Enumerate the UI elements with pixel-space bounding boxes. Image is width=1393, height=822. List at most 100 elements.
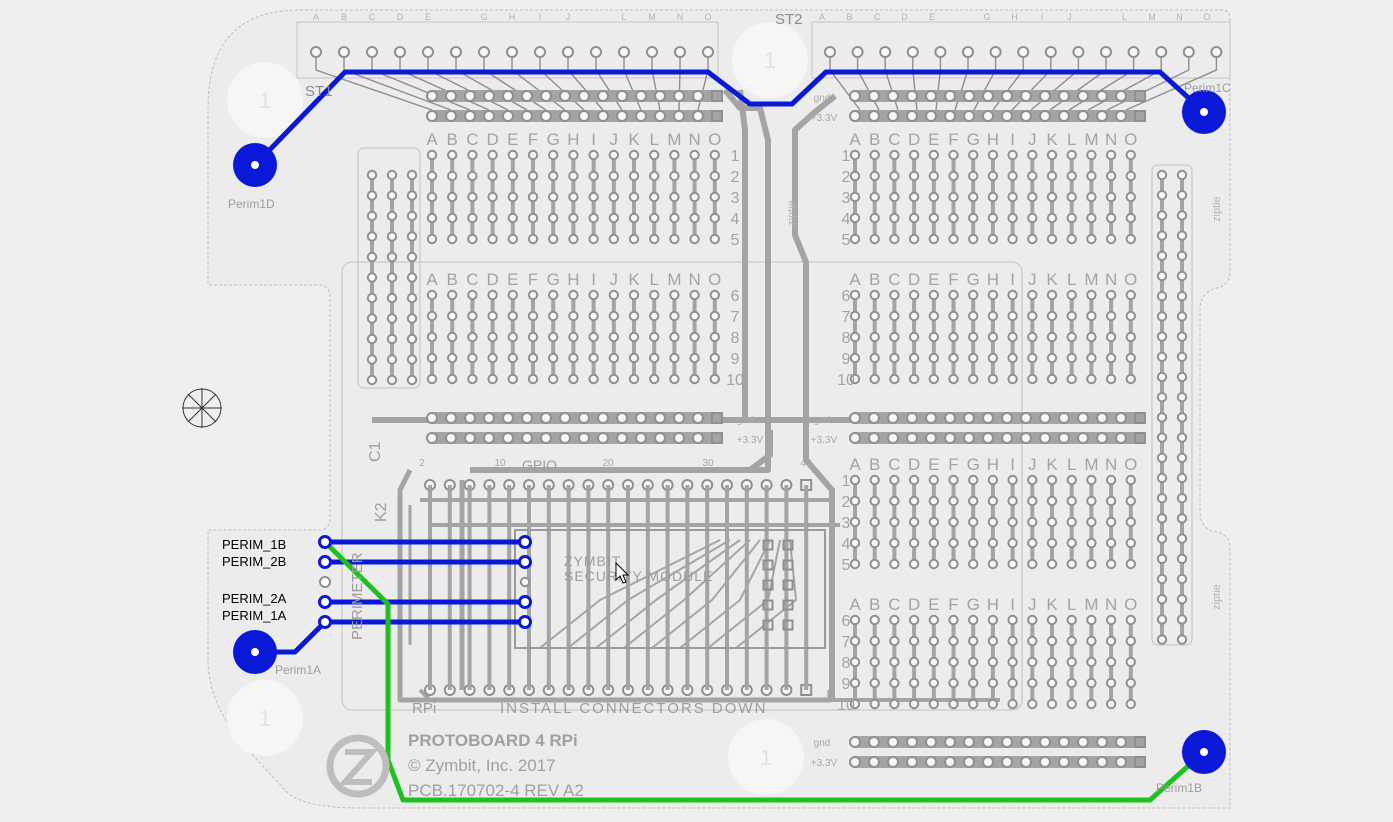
pad bbox=[869, 516, 880, 528]
column-letter: M bbox=[1084, 270, 1098, 289]
pad bbox=[1156, 573, 1168, 585]
pad bbox=[669, 373, 680, 385]
pad bbox=[527, 373, 539, 385]
pad bbox=[1066, 331, 1077, 343]
pad bbox=[689, 233, 700, 245]
pad bbox=[982, 110, 994, 122]
pad bbox=[1176, 553, 1188, 564]
pad bbox=[608, 149, 619, 161]
pad bbox=[1007, 516, 1018, 528]
perimeter-header-pad[interactable] bbox=[318, 555, 332, 569]
column-letter: F bbox=[948, 130, 958, 149]
pad bbox=[709, 212, 720, 224]
square-pad bbox=[711, 110, 723, 122]
column-letter: M bbox=[1084, 455, 1098, 474]
module-perim-pad[interactable] bbox=[518, 615, 532, 629]
column-letter: L bbox=[1067, 130, 1076, 149]
pad bbox=[889, 170, 900, 182]
pad bbox=[467, 233, 478, 245]
pad bbox=[1046, 635, 1058, 647]
pad bbox=[869, 537, 880, 549]
pad bbox=[889, 614, 900, 626]
column-letter: B bbox=[869, 595, 880, 614]
pad bbox=[578, 432, 590, 444]
square-pad bbox=[762, 599, 774, 611]
pad bbox=[1105, 558, 1117, 570]
pad bbox=[968, 170, 979, 182]
pad bbox=[908, 170, 920, 182]
pad bbox=[1156, 493, 1168, 504]
pad bbox=[987, 495, 999, 507]
pad bbox=[406, 210, 418, 222]
ziptie-label: ziptie bbox=[1211, 196, 1223, 222]
pad bbox=[386, 374, 398, 386]
pad bbox=[654, 90, 666, 102]
row-number: 7 bbox=[842, 309, 851, 326]
pad bbox=[908, 474, 920, 486]
pad bbox=[982, 756, 994, 768]
pad bbox=[1105, 537, 1117, 549]
pad bbox=[709, 331, 720, 343]
pad bbox=[908, 373, 920, 385]
pad bbox=[568, 149, 579, 161]
pad bbox=[1027, 170, 1038, 182]
pad bbox=[987, 698, 999, 710]
pad bbox=[906, 90, 918, 102]
column-letter: I bbox=[591, 270, 596, 289]
pad bbox=[887, 736, 899, 748]
pad bbox=[654, 110, 666, 122]
pad bbox=[1007, 635, 1018, 647]
pad bbox=[540, 412, 552, 424]
pad bbox=[925, 110, 937, 122]
pad bbox=[689, 331, 700, 343]
pad bbox=[646, 46, 658, 58]
perimeter-header-pad[interactable] bbox=[318, 535, 332, 549]
pad bbox=[487, 149, 498, 161]
pad bbox=[928, 170, 939, 182]
k2-label: K2 bbox=[373, 502, 390, 522]
pad bbox=[487, 310, 498, 322]
pad bbox=[1125, 289, 1137, 301]
gpio-pin-number: 30 bbox=[702, 458, 714, 469]
pad bbox=[1046, 698, 1058, 710]
pad bbox=[447, 212, 458, 224]
pad bbox=[673, 110, 685, 122]
pad bbox=[1046, 373, 1058, 385]
pad bbox=[1058, 432, 1070, 444]
pad bbox=[968, 352, 979, 364]
pad bbox=[1176, 169, 1188, 181]
square-pad bbox=[1134, 110, 1146, 122]
pad bbox=[507, 233, 518, 245]
module-perim-pad[interactable] bbox=[518, 535, 532, 549]
pad bbox=[1066, 373, 1077, 385]
pad bbox=[1007, 537, 1018, 549]
gray-trace bbox=[595, 539, 741, 649]
column-letter: L bbox=[649, 270, 658, 289]
pad bbox=[1156, 190, 1168, 201]
pad bbox=[1105, 212, 1117, 224]
pad bbox=[1176, 392, 1188, 403]
st2-column-letter: J bbox=[1067, 12, 1072, 22]
pad bbox=[559, 432, 571, 444]
pad bbox=[616, 110, 628, 122]
pad bbox=[1027, 149, 1038, 161]
pad bbox=[1105, 698, 1117, 710]
pad bbox=[527, 233, 539, 245]
module-perim-pad[interactable] bbox=[518, 595, 532, 609]
column-letter: N bbox=[688, 130, 700, 149]
pad bbox=[968, 656, 979, 668]
pad bbox=[1096, 110, 1108, 122]
pad bbox=[1058, 756, 1070, 768]
pad bbox=[502, 90, 514, 102]
pad bbox=[869, 614, 880, 626]
perimeter-header-pad[interactable] bbox=[318, 595, 332, 609]
module-perim-pad[interactable] bbox=[518, 555, 532, 569]
mounting-hole-label: 1 bbox=[259, 706, 271, 731]
pad bbox=[540, 432, 552, 444]
pad bbox=[1125, 212, 1137, 224]
perimeter-header-pad[interactable] bbox=[318, 615, 332, 629]
gray-trace bbox=[792, 93, 837, 700]
st2-column-letter: O bbox=[1203, 12, 1210, 22]
pad bbox=[628, 149, 640, 161]
